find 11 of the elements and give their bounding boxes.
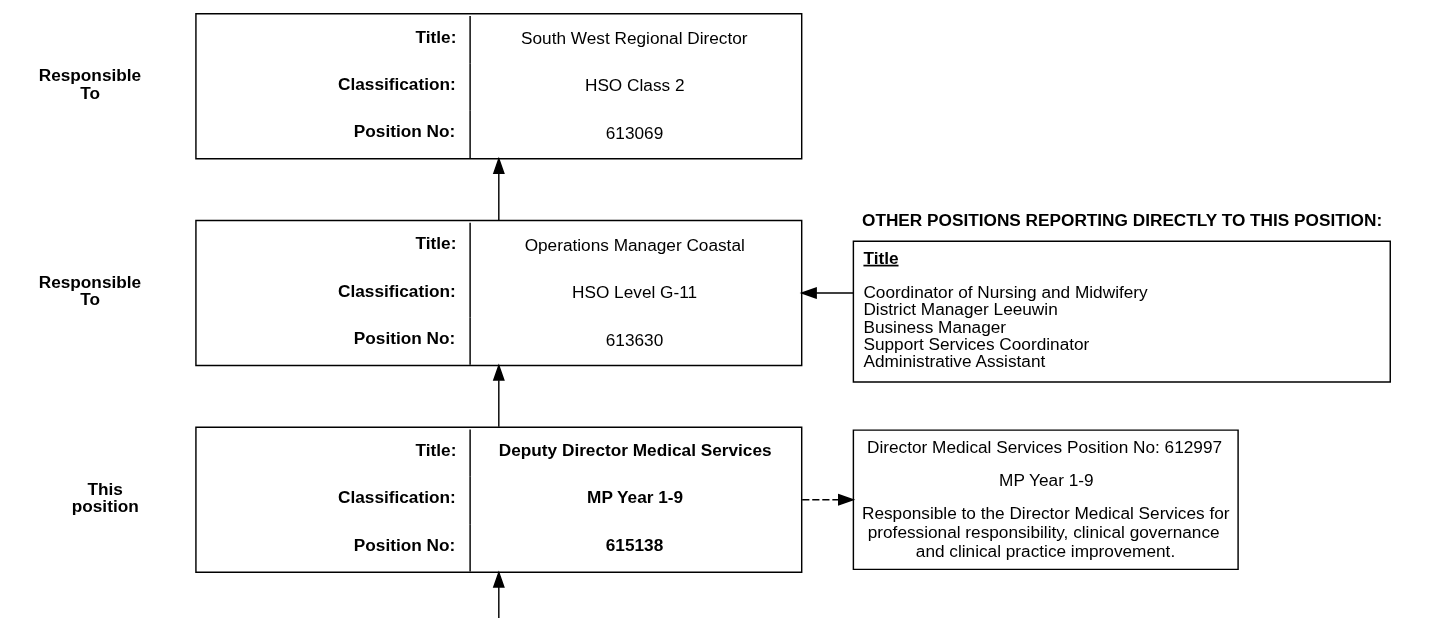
node-label: OTHER POSITIONS REPORTING DIRECTLY TO THIS POSITION: [862,210,1383,231]
node-box: Director Medical Services Position No: 612997 MP Year 1-9 Responsible to the Director Medical Services for professional responsibility, clinical governance and clinical practice improvement. [852,429,1239,571]
arrow [492,156,505,221]
node-label: This position [71,478,139,517]
node-box: Title Coordinator of Nursing and Midwifery District Manager Leeuwin Business Manager Support Services Coordinator Administrative Assistant [852,240,1391,383]
node-label: Responsible To [38,65,142,103]
arrow [492,570,505,619]
arrow [801,493,856,506]
node-label: Responsible To [38,272,142,310]
arrow [492,363,505,428]
arrow [799,286,854,300]
